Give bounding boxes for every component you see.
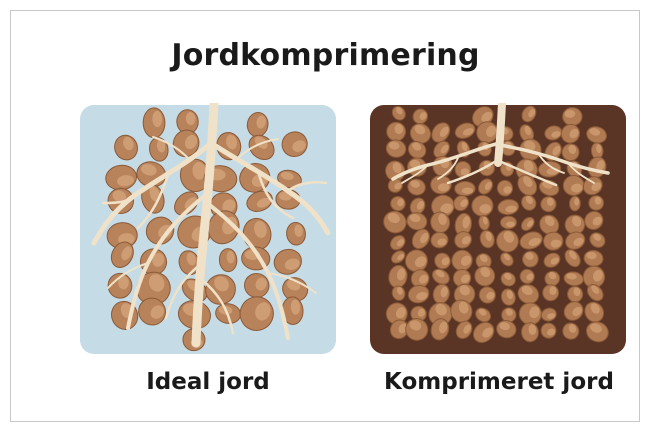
- diagram-title: Jordkomprimering: [0, 38, 651, 73]
- ideal-soil-illustration: [78, 103, 338, 356]
- ideal-soil-caption: Ideal jord: [78, 369, 338, 395]
- compacted-soil-caption: Komprimeret jord: [356, 369, 642, 395]
- compacted-soil-illustration: [368, 103, 628, 356]
